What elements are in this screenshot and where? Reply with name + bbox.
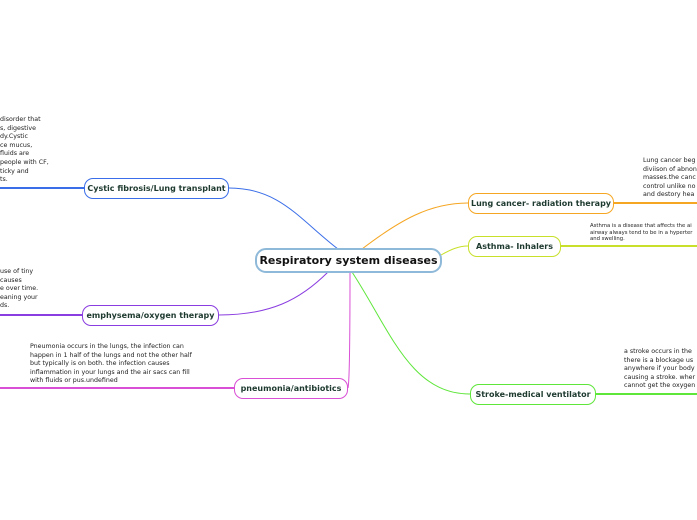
note-lung-cancer: Lung cancer beg diviison of abnon masses… (643, 157, 697, 200)
topic-pneumonia[interactable]: pneumonia/antibiotics (234, 378, 348, 399)
topic-asthma[interactable]: Asthma- Inhalers (468, 236, 561, 257)
note-line: a stroke occurs in the (624, 348, 692, 355)
note-line: inflammation in your lungs and the air s… (30, 368, 190, 376)
connector-emphysema (218, 271, 329, 316)
note-line: ts. (0, 176, 8, 184)
note-line: happen in 1 half of the lungs and not th… (30, 351, 192, 359)
note-stroke: a stroke occurs in the there is a blocka… (624, 348, 695, 391)
note-line: causes (0, 276, 22, 284)
note-cystic-fibrosis: disorder that s, digestive dy.Cystic ce … (0, 116, 49, 185)
note-line: anywhere if your body (624, 365, 695, 373)
note-line: eaning your (0, 293, 38, 301)
note-line: use of tiny (0, 268, 34, 275)
note-line: and destory hea (643, 191, 695, 199)
note-emphysema: use of tiny causes e over time. eaning y… (0, 268, 38, 311)
note-line: Pneumonia occurs in the lungs, the infec… (30, 343, 184, 350)
note-line: but typically is on both. the infection … (30, 360, 170, 368)
topic-stroke[interactable]: Stroke-medical ventilator (470, 384, 596, 405)
note-line: e over time. (0, 285, 39, 293)
note-line: diviison of abnon (643, 165, 697, 173)
note-line: ticky and (0, 167, 29, 175)
note-line: control unlike no (643, 182, 696, 190)
note-line: Lung cancer beg (643, 157, 696, 164)
note-line: cannot get the oxygen (624, 382, 696, 390)
note-asthma: Asthma is a disease that affects the ai … (590, 223, 692, 243)
note-line: with fluids or pus.undefined (30, 377, 118, 385)
topic-emphysema[interactable]: emphysema/oxygen therapy (82, 305, 219, 326)
connector-asthma (440, 245, 469, 256)
connector-pneumonia (347, 271, 351, 389)
note-line: ce mucus, (0, 141, 33, 149)
topic-cystic-fibrosis[interactable]: Cystic fibrosis/Lung transplant (84, 178, 229, 199)
topic-lung-cancer[interactable]: Lung cancer- radiation therapy (468, 193, 614, 214)
note-line: masses.the canc (643, 174, 696, 182)
note-line: airway always tend to be in a hyperter (590, 229, 693, 236)
note-line: s, digestive (0, 124, 37, 132)
connector-lung-cancer (361, 202, 469, 250)
note-line: people with CF, (0, 158, 49, 166)
note-line: dy.Cystic (0, 133, 28, 141)
central-topic[interactable]: Respiratory system diseases (255, 248, 442, 273)
note-line: there is a blockage us (624, 356, 694, 364)
note-line: causing a stroke. wher (624, 373, 696, 381)
note-line: and swelling. (590, 236, 625, 243)
note-pneumonia: Pneumonia occurs in the lungs, the infec… (30, 343, 192, 386)
note-line: Asthma is a disease that affects the ai (590, 223, 692, 229)
note-line: fluids are (0, 150, 30, 158)
connector-stroke (351, 271, 471, 395)
connector-cystic (228, 187, 339, 250)
note-line: disorder that (0, 116, 41, 123)
note-line: ds. (0, 302, 10, 310)
